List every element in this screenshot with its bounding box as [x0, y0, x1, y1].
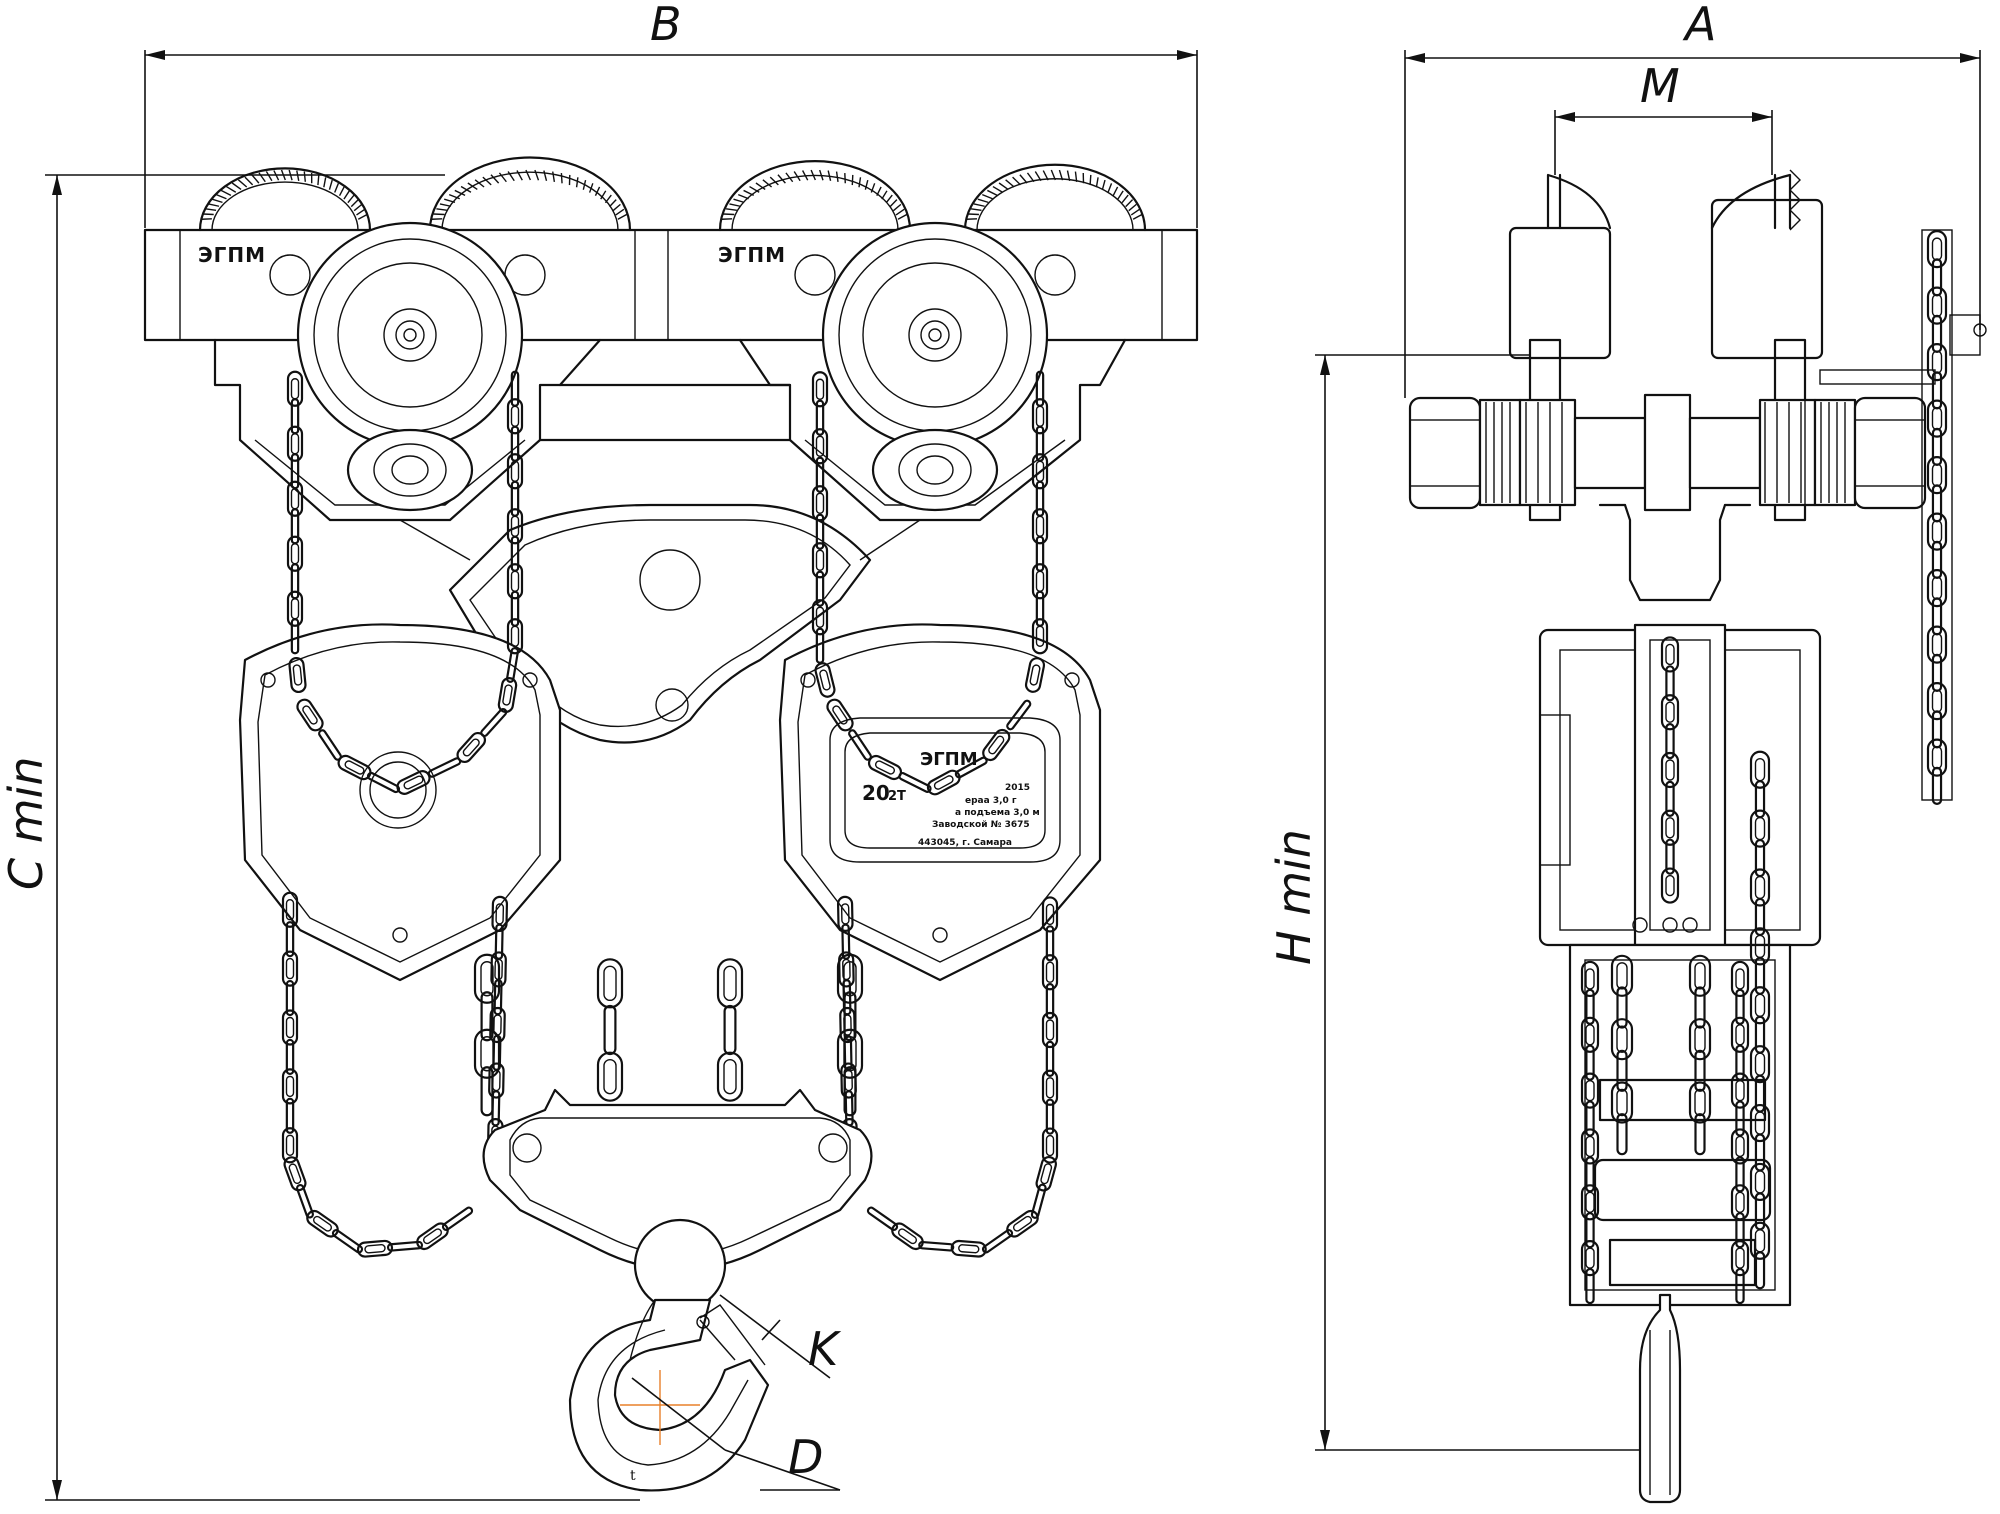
logo-left: ЭГПМ — [198, 243, 266, 267]
axle-assembly — [1408, 360, 1936, 512]
side-view — [1408, 169, 1987, 1504]
hoist-cover-left — [238, 623, 562, 982]
nameplate-capacity: 20 — [862, 781, 890, 805]
nameplate-line3: ераа 3,0 г — [965, 796, 1017, 806]
nameplate-logo: ЭГПМ — [920, 749, 978, 770]
trolley-wheel-right — [821, 221, 1049, 512]
dim-label-C: C min — [0, 757, 53, 891]
trolley-wheel-left — [296, 221, 524, 512]
dim-label-B: B — [650, 0, 682, 51]
hoist-body-side — [1538, 503, 1822, 1504]
hoist-cover-right: ЭГПМ 20 2Т 2015 ераа 3,0 г а подъема 3,0… — [778, 623, 1102, 982]
trolley-frame: ЭГПМ ЭГПМ — [143, 228, 1199, 561]
dim-label-A: A — [1682, 0, 1716, 51]
nameplate-line2: 2015 — [1005, 783, 1030, 793]
dim-label-D: D — [788, 1430, 823, 1484]
front-view: ЭГПМ ЭГПМ — [143, 156, 1199, 1492]
dim-label-M: M — [1640, 59, 1680, 113]
dim-label-K: K — [808, 1322, 842, 1376]
side-chains — [1580, 230, 1948, 1305]
nameplate-line6: 443045, г. Самара — [918, 838, 1012, 848]
trolley-gear-wheels — [198, 156, 1147, 232]
hook-block: t — [482, 1088, 873, 1492]
nameplate-line1: 2Т — [888, 789, 906, 804]
nameplate-line5: Заводской № 3675 — [932, 820, 1030, 830]
hand-chains — [281, 370, 1059, 1258]
hook-mark: t — [630, 1468, 636, 1484]
suspension-plate — [448, 503, 872, 744]
dim-label-H: H min — [1267, 829, 1321, 965]
nameplate-line4: а подъема 3,0 м — [955, 808, 1040, 818]
logo-right: ЭГПМ — [718, 243, 786, 267]
